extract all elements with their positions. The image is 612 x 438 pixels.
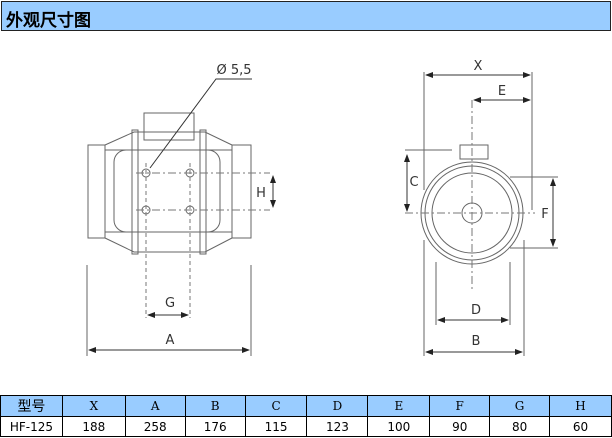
cell: 115 (244, 416, 308, 437)
dim-label-c: C (409, 175, 418, 190)
dim-label-e: E (498, 84, 506, 99)
cell: 80 (489, 416, 551, 437)
header-cell: 型号 (0, 395, 63, 417)
cell: 123 (306, 416, 369, 437)
header-cell: F (429, 395, 491, 417)
dim-label-b: B (472, 334, 481, 349)
header-cell: G (489, 395, 551, 417)
cell: 188 (61, 416, 126, 437)
header-cell: E (367, 395, 431, 417)
table-header-row: 型号 X A B C D E F G H (0, 395, 612, 417)
cell: 100 (367, 416, 431, 437)
hole-diameter-label: Ø 5,5 (216, 63, 251, 78)
dim-label-g: G (165, 296, 175, 311)
header-cell: H (549, 395, 612, 417)
dim-label-f: F (541, 207, 548, 222)
dimension-drawing: H G A Ø 5,5 X E C F D (86, 59, 558, 356)
cell: 258 (124, 416, 186, 437)
front-view: X E C F D B (404, 59, 558, 356)
cell-model: HF-125 (0, 416, 63, 437)
mounting-holes (141, 168, 195, 215)
side-view: H G A Ø 5,5 (86, 63, 276, 356)
header-cell: B (184, 395, 246, 417)
dim-label-d: D (471, 303, 481, 318)
header-cell: A (124, 395, 186, 417)
header-cell: C (244, 395, 308, 417)
header-cell: D (306, 395, 369, 417)
section-title-bar: 外观尺寸图 (1, 1, 611, 31)
table-row: HF-125 188 258 176 115 123 100 90 80 60 (0, 416, 612, 437)
dim-label-a: A (166, 333, 175, 348)
cell: 176 (184, 416, 246, 437)
cell: 90 (429, 416, 491, 437)
cell: 60 (549, 416, 612, 437)
header-cell: X (61, 395, 126, 417)
dim-label-x: X (474, 59, 483, 74)
dim-label-h: H (256, 186, 266, 201)
section-title: 外观尺寸图 (6, 11, 91, 31)
dimensions-table: 型号 X A B C D E F G H HF-125 188 258 176 … (0, 395, 612, 437)
